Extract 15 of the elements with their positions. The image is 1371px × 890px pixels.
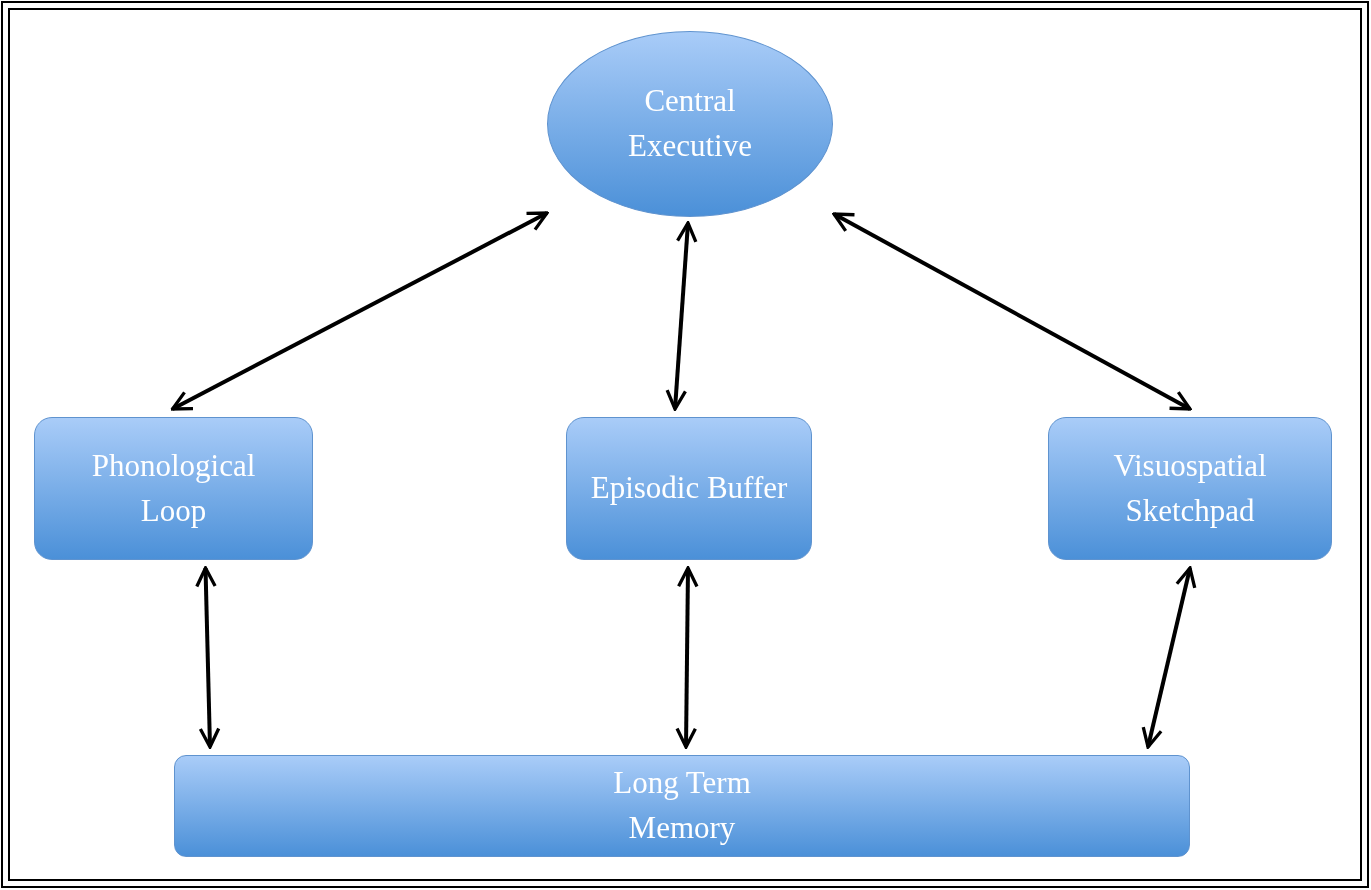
double-arrow [832,212,1192,411]
node-label: Episodic Buffer [590,469,788,508]
double-arrow [170,211,549,411]
process-box [174,755,1190,857]
double-arrow [195,566,221,749]
double-arrow [665,221,698,411]
node-label: Phonological Loop [90,446,257,530]
node-label: Long Term Memory [612,764,752,847]
double-arrow [1141,566,1197,749]
double-arrow [675,566,699,749]
process-box [566,417,812,560]
process-box [1048,417,1332,560]
node-label: Central Executive [627,82,753,165]
process-box [34,417,313,560]
node-label: Visuospatial Sketchpad [1112,446,1268,530]
